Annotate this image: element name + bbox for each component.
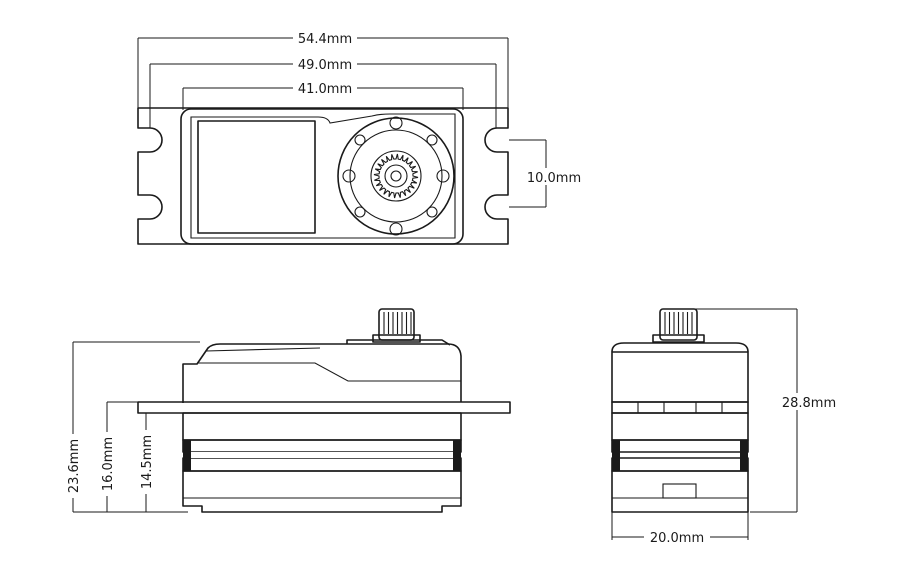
side-view: 23.6mm 16.0mm 14.5mm [64,308,511,513]
top-view: 54.4mm 49.0mm 41.0mm 10.0mm [137,30,586,245]
end-middle-band [611,412,749,441]
dim-10-0: 10.0mm [509,139,586,208]
side-spline-collar [372,334,421,343]
side-gap-band [182,457,462,472]
dim-54-4: 54.4mm [137,30,509,108]
end-spline-collar [652,334,705,343]
end-gap-band [611,457,749,472]
dim-41-0: 41.0mm [182,80,464,110]
output-spline-teeth [373,153,419,199]
ring-notch [342,169,356,183]
dim-20-0: 20.0mm [611,512,749,546]
top-view-case [180,108,464,245]
end-connector [662,483,697,499]
side-spline-ribs [383,312,412,334]
top-view-label-window [197,120,316,234]
dim-label-hole-pitch: 10.0mm [527,171,581,186]
ring-notch [354,206,366,218]
side-middle-band [182,412,462,441]
dim-label-top-overall: 54.4mm [298,32,352,47]
end-upper-body [611,351,749,403]
top-view-flange [137,107,509,245]
side-gap-fill [191,452,453,458]
output-ring-outer [337,117,455,235]
ring-notch [354,134,366,146]
output-shaft [384,164,408,188]
dim-49-0: 49.0mm [149,56,497,128]
dim-label-side-lower: 14.5mm [140,435,155,489]
dim-label-case-width: 41.0mm [298,82,352,97]
side-case-bevel [197,362,461,382]
dim-label-side-flange: 16.0mm [101,437,116,491]
dim-14-5: 14.5mm [137,412,183,512]
side-gap-band [182,439,462,453]
output-spline-base [370,150,422,202]
spline-tooth-ring [373,153,419,199]
ring-notch [389,116,403,130]
dim-label-end-total: 28.8mm [782,396,836,411]
end-screw [612,440,620,471]
top-view-top-plate [190,113,456,239]
dim-23-6: 23.6mm [64,341,200,513]
end-gap-band [611,439,749,453]
output-screw-hole [390,170,402,182]
dim-label-hole-spacing: 49.0mm [298,58,352,73]
dim-16-0: 16.0mm [98,401,138,512]
side-case-top-ridge [205,347,321,352]
ring-notch [389,222,403,236]
side-screw [453,440,461,471]
ring-notch [426,206,438,218]
end-bottom [611,470,749,513]
dim-label-side-total: 23.6mm [67,439,82,493]
end-view: 28.8mm 20.0mm [611,308,841,546]
side-mount-flange [137,401,511,414]
end-top-cap [611,342,749,353]
ring-notch [436,169,450,183]
ring-notch [426,134,438,146]
dim-28-8: 28.8mm [690,308,841,513]
side-bottom-case [182,470,462,513]
end-spline-ribs [664,312,693,334]
end-spline [659,308,698,341]
dim-label-end-width: 20.0mm [650,531,704,546]
side-screw [183,440,191,471]
output-ring-inner [349,129,443,223]
side-output-boss [346,339,451,346]
end-flange-band [611,401,749,414]
end-screw [740,440,748,471]
side-upper-case [182,343,462,403]
